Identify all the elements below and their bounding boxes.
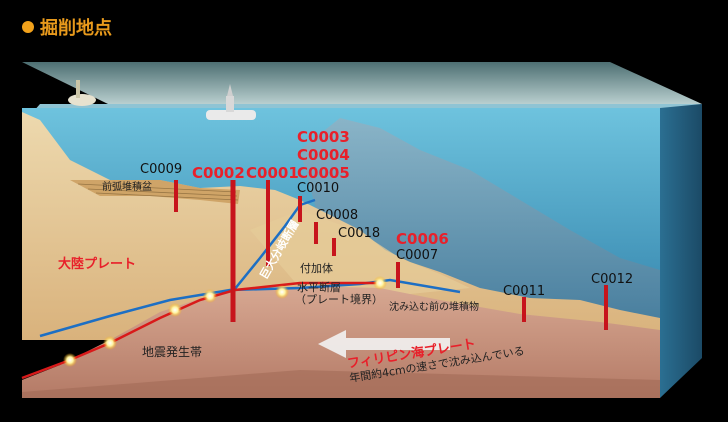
site-label-c0008: C0008 [316,208,358,223]
subduction-arrow-icon [318,330,450,358]
site-label-c0018: C0018 [338,226,380,241]
site-label-c0005: C0005 [297,164,350,182]
lighthouse-icon [68,80,96,106]
site-label-c0007: C0007 [396,248,438,263]
splay-fault-line [233,198,316,291]
site-label-c0011: C0011 [503,284,545,299]
site-label-c0003: C0003 [297,128,350,146]
oceanic-crust-shade [22,370,660,398]
drill-hole-c0008 [314,222,318,244]
label-forearc-basin: 前弧堆積盆 [102,180,152,193]
title-bullet-icon [22,21,34,33]
sky-backdrop [22,62,702,104]
site-label-c0006: C0006 [396,230,449,248]
drill-hole-c0007 [396,262,400,288]
block-right-face [660,104,702,398]
label-seismogenic-zone: 地震発生帯 [142,345,202,359]
drill-hole-c0011 [522,297,526,322]
site-label-c0009: C0009 [140,162,182,177]
accretionary-prism [250,210,470,296]
earthquake-flashes [63,276,387,367]
page-title: 掘削地点 [22,14,112,40]
forearc-basin-strata [77,183,239,201]
site-label-c0002: C0002 [192,164,245,182]
label-plate-boundary: （プレート境界） [295,292,383,306]
label-subducting-sediments: 沈み込む前の堆積物 [389,300,479,313]
site-label-c0001: C0001 [246,164,299,182]
label-horizontal-fault: 水平断層 [297,280,341,294]
page-title-text: 掘削地点 [40,18,112,39]
site-label-c0010: C0010 [297,181,339,196]
drill-hole-c0001 [266,180,270,266]
drill-hole-c0002 [230,180,236,322]
label-accretionary-prism: 付加体 [300,261,333,275]
drill-hole-c0009 [174,180,178,212]
site-label-c0004: C0004 [297,146,350,164]
drill-hole-c0018 [332,238,336,256]
drill-holes [174,180,608,330]
label-continental-plate: 大陸プレート [58,256,136,272]
site-label-c0012: C0012 [591,272,633,287]
drill-hole-c0012 [604,285,608,330]
drill-hole-c0004 [298,196,302,222]
drilling-ship-icon [206,84,256,120]
